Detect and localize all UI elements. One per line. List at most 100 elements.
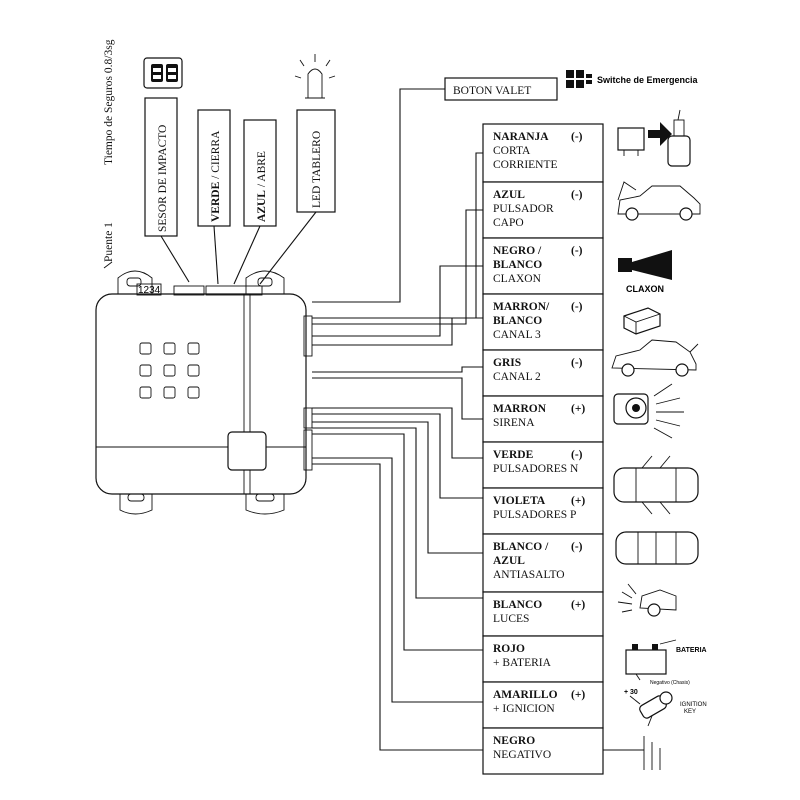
wire-name: VIOLETA <box>493 495 546 507</box>
wire-desc: LUCES <box>493 613 529 625</box>
wire-desc: CANAL 2 <box>493 371 541 383</box>
wire-line <box>312 421 483 554</box>
led-box <box>296 109 336 213</box>
wire-desc: CANAL 3 <box>493 329 541 341</box>
wire-desc: PULSADORES P <box>493 509 576 521</box>
switch-icon <box>562 70 596 88</box>
led-label: LED TABLERO <box>311 131 323 208</box>
car-doors-closed-icon <box>615 531 699 565</box>
wire-sign: (+) <box>571 689 585 701</box>
switch-label: Switche de Emergencia <box>597 75 699 85</box>
bateria-label: BATERIA <box>676 647 707 654</box>
azul-label: AZUL / ABRE <box>256 151 268 222</box>
wire-box-blanco: BLANCO (+) LUCES <box>482 591 604 637</box>
wire-sign: (-) <box>571 131 583 143</box>
car-lights-icon <box>617 583 677 617</box>
sensor-box <box>144 97 178 237</box>
battery-icon <box>625 639 677 681</box>
wire-line <box>312 457 483 703</box>
wire-sign: (-) <box>571 449 583 461</box>
wire-box-negro-blanco: NEGRO / BLANCO (-) CLAXON <box>482 237 604 295</box>
wire-desc: CORTA <box>493 145 531 157</box>
wire-line <box>312 366 483 373</box>
wire-box-gris: GRIS (-) CANAL 2 <box>482 349 604 397</box>
tiempo-label: Tiempo de Seguros 0.8/3sg <box>103 39 115 165</box>
wire-desc: CORRIENTE <box>493 159 558 171</box>
wire-line <box>312 317 483 346</box>
wire-desc: PULSADORES N <box>493 463 579 475</box>
wire-name: GRIS <box>493 357 521 369</box>
wire-name: ROJO <box>493 643 525 655</box>
azul-box <box>243 119 277 227</box>
wire-box-verde: VERDE (-) PULSADORES N <box>482 441 604 489</box>
wire-box-amarillo: AMARILLO (+) + IGNICION <box>482 681 604 729</box>
car-hood-open-icon <box>617 181 701 221</box>
wire-desc: NEGATIVO <box>493 749 551 761</box>
wire-line <box>312 152 483 319</box>
wire-box-marron-blanco: MARRON/BLANCO (-) CANAL 3 <box>482 293 604 351</box>
car-trunk-open-icon <box>611 339 699 377</box>
horn-icon <box>618 250 672 280</box>
wire-name: MARRON/ <box>493 301 550 313</box>
wire-name: AZUL <box>493 555 525 567</box>
car-doors-open-icon <box>613 455 699 515</box>
wire-line <box>312 377 483 420</box>
wire-sign: (+) <box>571 403 585 415</box>
wire-name: VERDE <box>493 449 534 461</box>
wire-desc: CAPO <box>493 217 524 229</box>
wire-sign: (-) <box>571 357 583 369</box>
wire-box-rojo: ROJO + BATERIA <box>482 635 604 683</box>
connector-numbers: 1234 <box>138 285 161 296</box>
wire-name: NEGRO / <box>493 245 542 257</box>
wire-desc: SIRENA <box>493 417 535 429</box>
ground-icon <box>643 736 661 770</box>
wire-sign: (-) <box>571 541 583 553</box>
wire-box-marron: MARRON (+) SIRENA <box>482 395 604 443</box>
wire-name: NEGRO <box>493 735 535 747</box>
wire-sign: (+) <box>571 495 585 507</box>
wire-name: BLANCO <box>493 315 542 327</box>
wire-line <box>312 427 483 599</box>
wire-name: BLANCO <box>493 259 542 271</box>
wire-line <box>312 209 483 325</box>
wire-box-violeta: VIOLETA (+) PULSADORES P <box>482 487 604 535</box>
wire-name: AZUL <box>493 189 525 201</box>
wire-line <box>312 265 483 337</box>
wire-desc: + BATERIA <box>493 657 552 669</box>
wire-name: MARRON <box>493 403 547 415</box>
ignition-key-icon <box>629 691 673 727</box>
module-icon <box>623 307 661 335</box>
boton-valet-label: BOTON VALET <box>453 85 531 97</box>
claxon-label: CLAXON <box>626 284 664 294</box>
wire-desc: ANTIASALTO <box>493 569 565 581</box>
sensor-label: SESOR DE IMPACTO <box>157 125 169 232</box>
wire-name: AMARILLO <box>493 689 558 701</box>
wire-name: BLANCO <box>493 599 542 611</box>
wire-line <box>312 413 483 499</box>
wire-line <box>312 433 483 651</box>
wire-sign: (+) <box>571 599 585 611</box>
alarm-unit: 1234 <box>95 270 313 515</box>
plus30-label: + 30 <box>624 689 638 696</box>
wire-desc: PULSADOR <box>493 203 554 215</box>
siren-icon <box>613 383 684 439</box>
puente-label: Puente 1 <box>103 222 115 262</box>
wire-desc: + IGNICION <box>493 703 555 715</box>
wire-box-negro: NEGRO NEGATIVO <box>482 727 604 775</box>
wire-box-blanco-azul: BLANCO / AZUL (-) ANTIASALTO <box>482 533 604 593</box>
wire-name: BLANCO / <box>493 541 549 553</box>
led-icon <box>294 54 336 99</box>
wire-line <box>312 407 483 459</box>
wire-sign: (-) <box>571 245 583 257</box>
negativo-chasis-label: Negativo (Chasis) <box>650 680 690 686</box>
wire-line <box>312 463 483 751</box>
wire-box-naranja: NARANJA (-) CORTA CORRIENTE <box>482 123 604 183</box>
wire-desc: CLAXON <box>493 273 542 285</box>
wire-name: NARANJA <box>493 131 549 143</box>
verde-label: VERDE / CIERRA <box>210 130 222 222</box>
relay-coil-icon <box>617 109 691 167</box>
connector-icon <box>143 57 183 89</box>
wire-sign: (-) <box>571 301 583 313</box>
